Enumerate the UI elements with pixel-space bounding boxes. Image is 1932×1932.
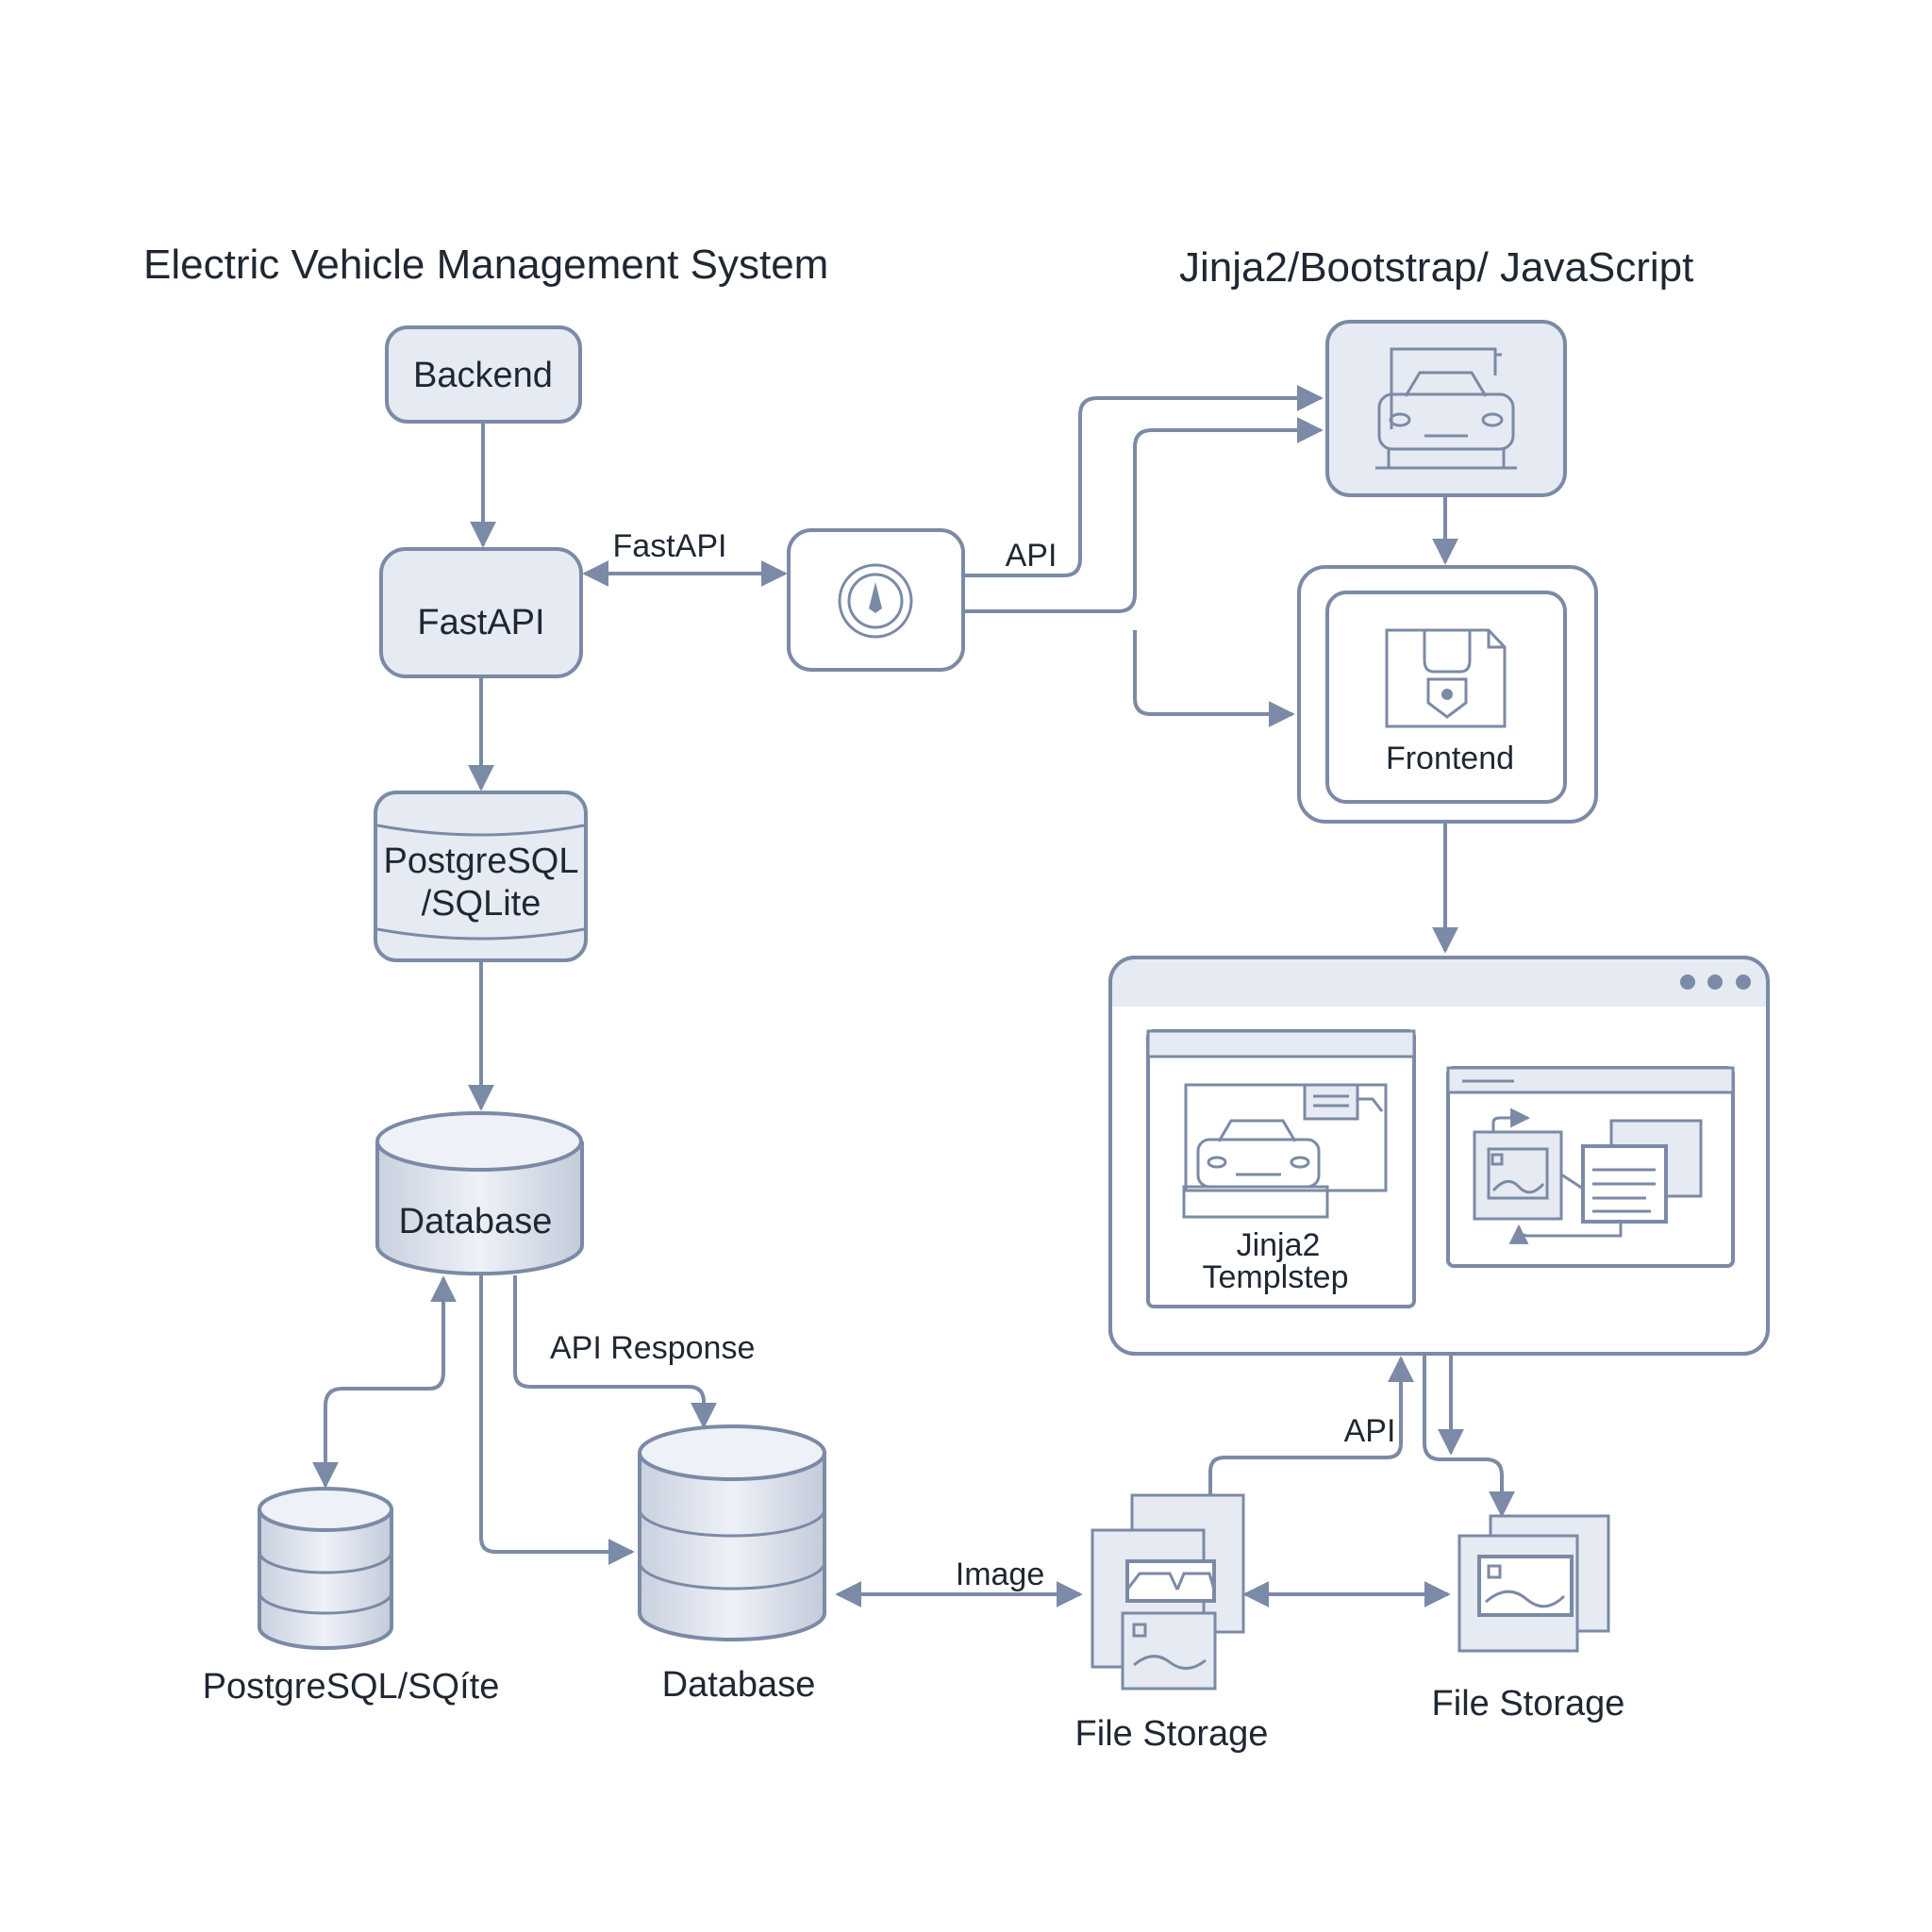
- file-storage-right-node[interactable]: [1457, 1514, 1610, 1653]
- edge-label-image: Image: [956, 1557, 1045, 1592]
- edge-database-postgres-small: [312, 1275, 457, 1489]
- window-dot-1[interactable]: [1680, 974, 1695, 990]
- edge-api-bottom: [1208, 1356, 1414, 1495]
- file-storage-right-label: File Storage: [1432, 1684, 1625, 1724]
- database-small-node[interactable]: [638, 1424, 826, 1641]
- database-main-label: Database: [399, 1202, 553, 1241]
- edge-database-database-small: [479, 1275, 635, 1565]
- database-main-node[interactable]: Database: [375, 1111, 584, 1276]
- frontend-label: Frontend: [1386, 741, 1514, 776]
- fastapi-label: FastAPI: [417, 603, 544, 642]
- car-icon: [1375, 347, 1517, 470]
- edge-label-api-response: API Response: [550, 1330, 755, 1366]
- fastapi-node[interactable]: FastAPI: [379, 547, 583, 678]
- file-storage-left-node[interactable]: [1091, 1493, 1245, 1690]
- edge-api-car-2: [963, 417, 1324, 613]
- frontend-node[interactable]: Frontend: [1297, 565, 1598, 824]
- edge-label-api-top: API: [1006, 538, 1058, 574]
- left-title: Electric Vehicle Management System: [143, 242, 828, 288]
- edge-to-frontend: [1133, 630, 1295, 727]
- postgres-small-label: PostgreSQL/SQíte: [203, 1667, 500, 1707]
- database-small-label: Database: [662, 1665, 816, 1705]
- edge-api-response: [513, 1275, 717, 1429]
- edge-api-car-1: [963, 385, 1324, 577]
- right-title: Jinja2/Bootstrap/ JavaScript: [1179, 244, 1693, 291]
- car-icon-small: [1196, 1119, 1321, 1189]
- postgres-node[interactable]: PostgreSQL /SQLite: [374, 791, 588, 962]
- backend-node[interactable]: Backend: [385, 325, 582, 424]
- jinja-label-2: Templstep: [1203, 1259, 1349, 1295]
- component-panel: [1446, 1066, 1735, 1268]
- postgres-label-1: PostgreSQL: [384, 841, 579, 881]
- file-storage-left-label: File Storage: [1075, 1714, 1269, 1754]
- postgres-small-node[interactable]: [258, 1487, 393, 1650]
- jinja-label-1: Jinja2: [1237, 1227, 1321, 1263]
- window-dot-2[interactable]: [1707, 974, 1723, 990]
- edge-label-api-bottom: API: [1344, 1413, 1396, 1449]
- backend-label: Backend: [413, 356, 553, 395]
- vehicle-node[interactable]: [1325, 320, 1567, 497]
- jinja-template-panel: Jinja2 Templstep: [1146, 1029, 1416, 1308]
- browser-window[interactable]: Jinja2 Templstep: [1108, 956, 1770, 1356]
- gauge-icon: [869, 582, 882, 613]
- edge-label-fastapi: FastAPI: [613, 528, 727, 564]
- frontend-file-icon: [1385, 628, 1507, 728]
- edge-browser-file-storage-right: [1423, 1356, 1515, 1518]
- gauge-node[interactable]: [787, 528, 965, 672]
- window-dot-3[interactable]: [1736, 974, 1751, 990]
- postgres-label-2: /SQLite: [422, 884, 541, 924]
